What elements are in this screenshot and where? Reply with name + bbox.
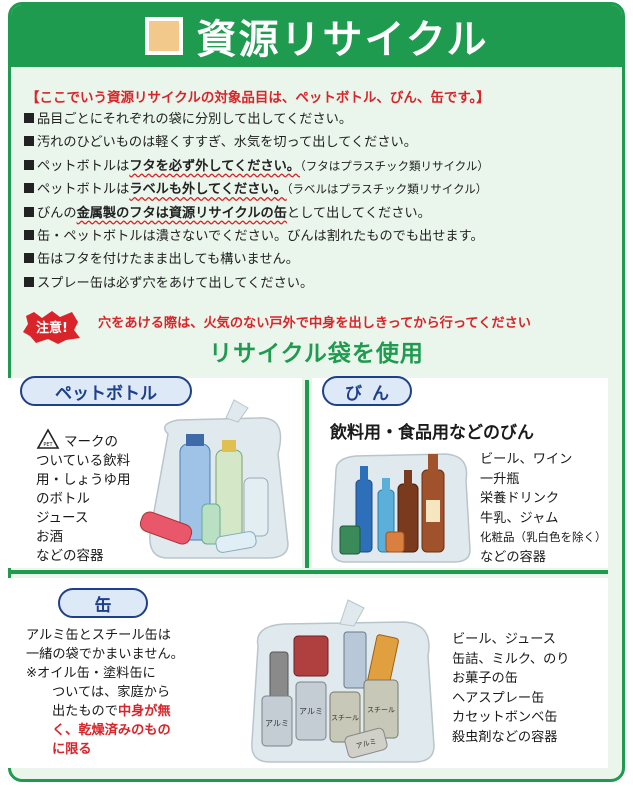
svg-text:アルミ: アルミ xyxy=(299,707,323,716)
pet-line: お酒 xyxy=(36,529,63,545)
square-bullet-icon xyxy=(24,113,34,123)
can-item: 缶詰、ミルク、のり xyxy=(452,651,570,667)
caution-badge-label: 注意! xyxy=(36,320,68,336)
can-line: 出たもので中身が無 xyxy=(52,704,171,719)
caution-text: 穴をあける際は、火気のない戸外で中身を出しきってから行ってください xyxy=(98,316,531,331)
rule-item: スプレー缶は必ず穴をあけて出してください。 xyxy=(24,272,614,295)
square-bullet-icon xyxy=(24,230,34,241)
can-item: ヘアスプレー缶 xyxy=(452,690,545,706)
can-line: く、乾燥済みのもの xyxy=(52,723,171,738)
can-item: カセットボンベ缶 xyxy=(452,710,558,725)
pet-line: ついている飲料 xyxy=(36,453,131,469)
bottle-label: びん xyxy=(322,376,412,406)
caution-badge: 注意! xyxy=(23,311,80,344)
rule-item: 汚れのひどいものは軽くすすぎ、水気を切って出してください。 xyxy=(24,131,614,154)
header-bar: 資源リサイクル xyxy=(11,5,622,67)
use-recycling-bag-heading: リサイクル袋を使用 xyxy=(209,341,424,367)
square-bullet-icon xyxy=(24,276,34,287)
bottle-line: 化粧品（乳白色を除く） xyxy=(480,530,607,544)
rule-item: びんの金属製のフタは資源リサイクルの缶として出してください。 xyxy=(24,202,614,225)
pet-line: 用・しょうゆ用 xyxy=(36,472,131,488)
svg-text:スチール: スチール xyxy=(367,706,395,714)
can-item: ビール、ジュース xyxy=(452,632,556,647)
can-item: 殺虫剤などの容器 xyxy=(452,729,558,745)
svg-text:PET: PET xyxy=(43,442,53,448)
pet-recycle-icon: PET xyxy=(36,428,60,449)
pet-line: PET マークの xyxy=(36,428,131,452)
pet-bottle-label: ペットボトル xyxy=(20,376,192,406)
pet-line: ジュース xyxy=(36,510,89,526)
pet-bottle-description: PET マークの ついている飲料 用・しょうゆ用 のボトル ジュース お酒 など… xyxy=(36,428,131,566)
can-line: 一緒の袋でかまいません。 xyxy=(26,647,184,662)
rule-item: ペットボトルはフタを必ず外してください。（フタはプラスチック類リサイクル） xyxy=(24,155,614,178)
caution-burst-icon xyxy=(23,311,80,344)
can-line: に限る xyxy=(52,742,92,757)
pet-bottle-illustration xyxy=(139,399,289,559)
intro-text: 【ここでいう資源リサイクルの対象品目は、ペットボトル、びん、缶です。】 xyxy=(26,90,490,106)
pet-line: などの容器 xyxy=(36,548,104,564)
can-illustration: アルミ アルミ スチール スチール アルミ xyxy=(251,599,435,763)
rule-item: 品目ごとにそれぞれの袋に分別して出してください。 xyxy=(24,108,614,131)
pet-line: のボトル xyxy=(36,491,90,507)
square-bullet-icon xyxy=(24,183,34,194)
bottle-line: などの容器 xyxy=(480,549,546,565)
page-title: 資源リサイクル xyxy=(196,17,489,63)
bottle-line: 牛乳、ジャム xyxy=(480,510,559,526)
svg-text:アルミ: アルミ xyxy=(265,719,289,728)
rules-list: 品目ごとにそれぞれの袋に分別して出してください。 汚れのひどいものは軽くすすぎ、… xyxy=(24,108,614,295)
square-bullet-icon xyxy=(24,206,34,217)
can-line: アルミ缶とスチール缶は xyxy=(26,628,171,643)
rule-item: 缶・ペットボトルは潰さないでください。びんは割れたものでも出せます。 xyxy=(24,225,614,248)
bottle-line: ビール、ワイン xyxy=(480,452,573,467)
can-list: ビール、ジュース 缶詰、ミルク、のり お菓子の缶 ヘアスプレー缶 カセットボンベ… xyxy=(452,630,570,747)
svg-text:スチール: スチール xyxy=(331,714,359,722)
square-bullet-icon xyxy=(24,136,34,147)
bottle-headline: 飲料用・食品用などのびん xyxy=(330,423,534,443)
header-square-icon xyxy=(144,17,183,55)
panel-divider-vertical xyxy=(305,380,309,568)
rule-item: ペットボトルはラベルも外してください。（ラベルはプラスチック類リサイクル） xyxy=(24,178,614,201)
rule-item: 缶はフタを付けたまま出しても構いません。 xyxy=(24,248,614,271)
can-label: 缶 xyxy=(58,588,148,618)
can-line: ※オイル缶・塗料缶に xyxy=(26,666,156,681)
can-line: ついては、家庭から xyxy=(52,685,171,700)
square-bullet-icon xyxy=(24,159,34,170)
panel-divider-horizontal xyxy=(8,570,608,574)
bottle-line: 一升瓶 xyxy=(480,471,520,487)
bottle-line: 栄養ドリンク xyxy=(480,491,560,506)
square-bullet-icon xyxy=(24,253,34,264)
bottle-illustration xyxy=(331,453,471,563)
can-description: アルミ缶とスチール缶は 一緒の袋でかまいません。 ※オイル缶・塗料缶に ついては… xyxy=(26,626,184,759)
bottle-list: ビール、ワイン 一升瓶 栄養ドリンク 牛乳、ジャム 化粧品（乳白色を除く） など… xyxy=(480,450,607,567)
can-item: お菓子の缶 xyxy=(452,671,518,686)
